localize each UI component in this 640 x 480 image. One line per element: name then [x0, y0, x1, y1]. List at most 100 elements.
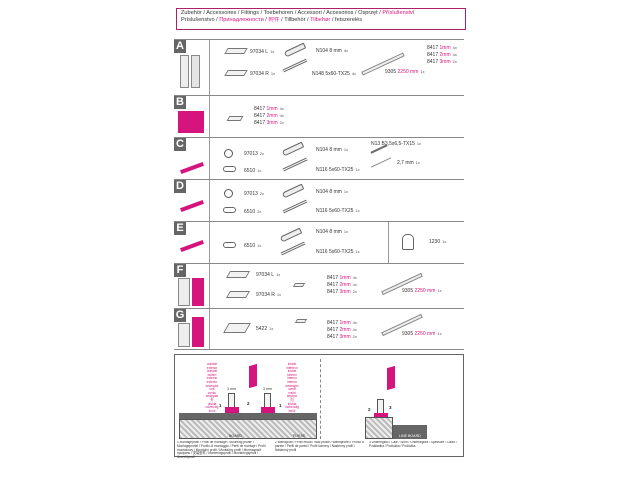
item-code: N116 5x60-TX25 [316, 167, 354, 173]
item-code: N104 8 mm [316, 229, 342, 235]
item-code: 8417 [254, 106, 266, 112]
row-letter-a: A [174, 40, 186, 53]
item-code: 8417 [427, 45, 439, 51]
callout-number: 1 [219, 403, 222, 408]
mounting-plate-l-icon [225, 271, 251, 278]
title-line-2-text-d: / fetszerelés [330, 16, 363, 23]
item-qty: 4x [352, 282, 357, 287]
outside-label: vně [209, 387, 215, 392]
inside-label: 内 [290, 397, 294, 402]
material-tag: FLIESE [293, 434, 306, 438]
clamp-ring-icon [224, 189, 233, 198]
row-letter-f: F [174, 264, 186, 277]
glass-pane-icon [387, 365, 395, 391]
drawing-divider [320, 359, 321, 439]
wall-section-icon [365, 417, 393, 439]
title-line-2-highlight-b: 附件 [268, 16, 280, 23]
item-qty: 1x [343, 229, 349, 234]
towel-bar-icon [180, 200, 204, 212]
item-code: 97034 L [256, 272, 275, 278]
item-qty: 1x [437, 331, 442, 336]
item-qty: 4x [352, 327, 357, 332]
item-qty: 1x [257, 243, 262, 248]
floor-block-icon [393, 425, 427, 439]
door-panel-icon [178, 323, 190, 347]
outside-label: vonku [207, 390, 217, 395]
title-line-1-highlight: Příslušenství [382, 10, 415, 16]
item-size: 1mm [266, 106, 278, 112]
inside-label: inside [287, 369, 297, 374]
title-line-1-text: Zubehör / Accessoires / Fittings / Toebe… [181, 10, 383, 16]
item-qty: 2x [352, 334, 357, 339]
floor-tile-icon [179, 413, 317, 419]
wall-plug-icon [281, 141, 305, 157]
screw-icon [282, 199, 308, 214]
item-size: 3mm [339, 289, 351, 295]
wall-plug-icon [279, 227, 303, 243]
item-qty: 1x [415, 160, 420, 165]
material-tag: BOARD [229, 434, 242, 438]
row-a-divider [209, 40, 210, 95]
row-letter-d: D [174, 180, 186, 193]
screw-icon [282, 58, 308, 73]
mounting-plate-r-icon [225, 291, 251, 298]
title-line-1: Zubehör / Accessoires / Fittings / Toebe… [181, 10, 461, 17]
item-code: N104 8 mm [316, 48, 342, 54]
row-e-divider [209, 222, 210, 263]
title-line-2-text-a: Príslušenstvo / [181, 16, 220, 23]
item-code: 5422 [256, 326, 268, 332]
installation-drawing: outside exterior outside buiten esterno … [174, 354, 464, 459]
item-code: 6510 [244, 209, 256, 215]
item-code: N104 8 mm [316, 189, 342, 195]
callout-number: 2 [368, 407, 371, 412]
outside-label: exterior [206, 379, 218, 384]
item-qty: 4x [279, 106, 284, 111]
inside-label: interno [287, 376, 297, 381]
bar-end-cap-icon [223, 207, 236, 213]
inside-label: insida [287, 401, 297, 406]
item-code: 8417 [327, 320, 339, 326]
item-qty: 4x [352, 275, 357, 280]
item-code: 97013 [244, 191, 258, 197]
item-code: 6510 [244, 168, 256, 174]
item-qty: 2x [259, 191, 265, 196]
row-g-bottom-border [174, 349, 464, 350]
inside-label: indvendig [285, 405, 299, 410]
callout-number: 1 [279, 403, 282, 408]
item-code: 9305 [402, 288, 414, 294]
screw-icon [282, 157, 308, 172]
drill-bit-icon [370, 157, 392, 168]
item-qty: 4x [343, 48, 349, 53]
title-line-2-highlight-c: Tilbehør [310, 16, 331, 23]
towel-bar-icon [180, 162, 204, 174]
dimension-label: 3 mm [227, 387, 236, 391]
item-size: 3mm [266, 120, 278, 126]
item-size: 2mm [339, 282, 351, 288]
item-qty: 1x [269, 326, 274, 331]
clamp-ring-icon [224, 149, 233, 158]
item-qty: 2x [352, 289, 357, 294]
inside-label: belül [288, 408, 296, 413]
outside-label-stack-left: outside exterior outside buiten esterno … [201, 362, 223, 413]
item-qty: 1x [442, 239, 447, 244]
item-code: N116 5x60-TX25 [316, 208, 354, 214]
outside-label: utsida [207, 401, 217, 406]
row-f-divider [209, 264, 210, 308]
